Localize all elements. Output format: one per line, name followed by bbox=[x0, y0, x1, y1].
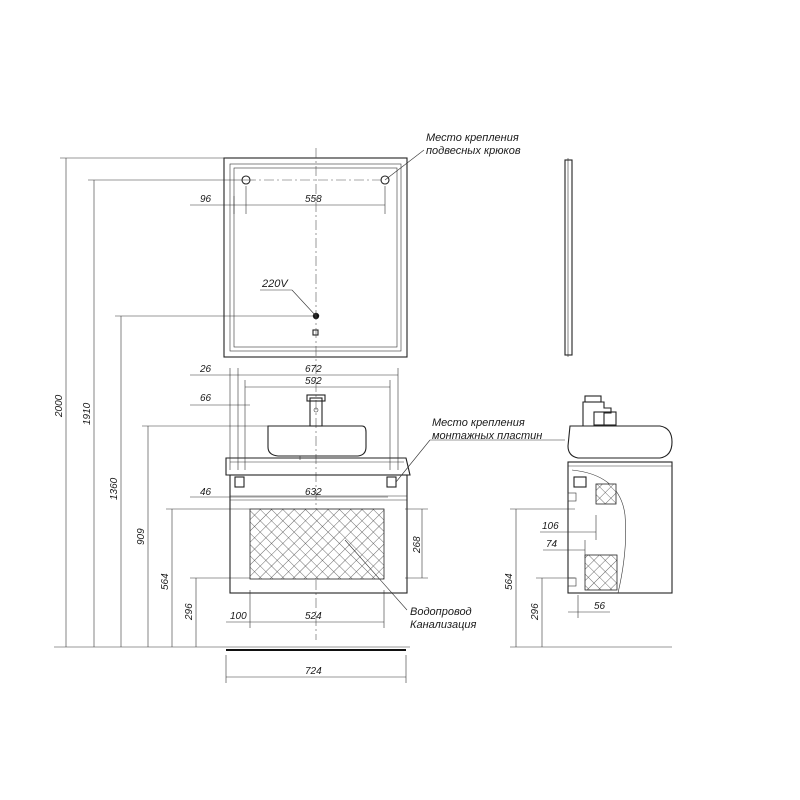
dim-26: 26 bbox=[199, 364, 212, 375]
dim-96: 96 bbox=[200, 194, 212, 205]
plumbing-zone-lower bbox=[584, 554, 618, 591]
dim-46: 46 bbox=[200, 487, 212, 498]
plumbing-zone bbox=[249, 508, 385, 580]
dim-296: 296 bbox=[184, 603, 195, 621]
water-label: Водопровод bbox=[410, 606, 472, 618]
dim-2000: 2000 bbox=[54, 394, 65, 418]
dim-909: 909 bbox=[136, 528, 147, 545]
dim-592: 592 bbox=[305, 376, 322, 387]
callouts: Место крепления подвесных крюков 220V Ме… bbox=[260, 132, 565, 631]
side-dimensions: 564 296 106 74 56 bbox=[504, 508, 610, 647]
horizontal-dimensions: 26 672 592 66 46 632 268 100 524 724 bbox=[190, 364, 428, 683]
side-dim-564: 564 bbox=[504, 573, 515, 590]
side-dim-74: 74 bbox=[546, 539, 558, 550]
hooks-label-line1: Место крепления bbox=[426, 132, 519, 144]
hooks-label-line2: подвесных крюков bbox=[426, 145, 521, 157]
dim-558: 558 bbox=[305, 194, 322, 205]
dim-1360: 1360 bbox=[109, 477, 120, 500]
dim-66: 66 bbox=[200, 393, 212, 404]
dim-100: 100 bbox=[230, 611, 247, 622]
mirror-dimensions: 96 558 bbox=[190, 186, 386, 214]
vanity-side bbox=[567, 395, 673, 594]
faucet bbox=[309, 397, 323, 427]
faucet-side bbox=[582, 401, 612, 426]
dim-724: 724 bbox=[305, 666, 322, 677]
dim-268: 268 bbox=[412, 536, 423, 554]
mirror-side bbox=[564, 158, 573, 357]
basin-front bbox=[267, 394, 367, 460]
dim-524: 524 bbox=[305, 611, 322, 622]
cabinet-front bbox=[229, 474, 408, 594]
dim-672: 672 bbox=[305, 364, 322, 375]
sewer-label: Канализация bbox=[410, 619, 476, 631]
dim-1910: 1910 bbox=[82, 402, 93, 425]
power-label: 220V bbox=[261, 278, 289, 290]
countertop bbox=[225, 457, 411, 476]
plates-label-line2: монтажных пластин bbox=[432, 430, 542, 442]
mounting-plate-right bbox=[386, 476, 397, 488]
mirror-front bbox=[223, 157, 408, 358]
side-dim-106: 106 bbox=[542, 521, 559, 532]
mounting-plate-left bbox=[234, 476, 245, 488]
plates-label-line1: Место крепления bbox=[432, 417, 525, 429]
plumbing-zone-upper bbox=[595, 483, 617, 505]
vertical-dimensions: 2000 1910 1360 909 564 296 bbox=[54, 157, 316, 647]
side-dim-296: 296 bbox=[530, 603, 541, 621]
dim-564: 564 bbox=[160, 573, 171, 590]
dim-632: 632 bbox=[305, 487, 322, 498]
side-dim-56: 56 bbox=[594, 601, 606, 612]
